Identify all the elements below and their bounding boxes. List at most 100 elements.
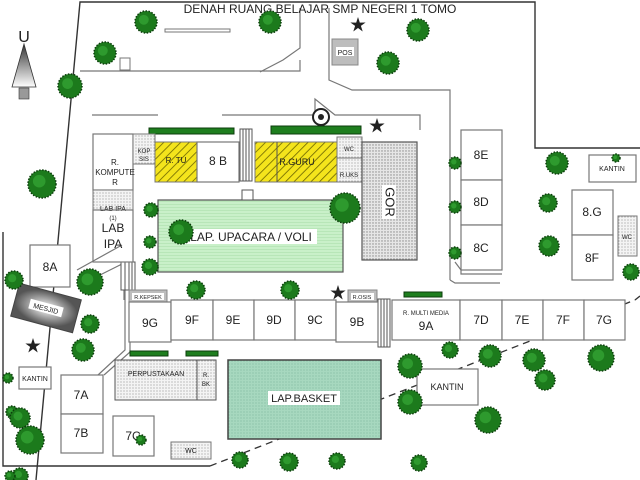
room-perpustakaan[interactable] — [114, 359, 198, 401]
room-r-guru[interactable] — [254, 141, 338, 183]
tree-highlight — [451, 203, 457, 209]
tree-highlight — [331, 455, 339, 463]
room-9f[interactable] — [170, 299, 214, 341]
room-gor-label: GOR — [383, 187, 398, 217]
tree-highlight — [75, 342, 86, 353]
label-bg — [351, 293, 374, 300]
label-bg — [382, 185, 396, 219]
room-kantin-northeast-label: KANTIN — [599, 166, 625, 173]
room-7e[interactable] — [501, 299, 544, 341]
room-kop-sis-label-1: KOP — [138, 149, 151, 155]
room-8f-label: 8F — [585, 251, 599, 265]
room-kantin-west[interactable] — [18, 366, 52, 390]
room-wc-east-label: WC — [622, 235, 633, 241]
room-9g[interactable] — [128, 301, 172, 343]
room-lab-ipa[interactable] — [92, 209, 134, 263]
room-wc-south-label: WC — [185, 448, 197, 455]
hedge — [185, 350, 219, 357]
bench — [164, 28, 231, 33]
room-9g-label: 9G — [142, 316, 158, 330]
tree-highlight — [479, 411, 492, 424]
room-9b[interactable] — [335, 301, 379, 343]
room-lab-ipa-label-1: LAB — [102, 221, 125, 235]
tree-highlight — [137, 436, 143, 442]
room-8b[interactable] — [196, 141, 240, 183]
tree-highlight — [146, 238, 152, 244]
room-r-guru-label: R.GURU — [279, 157, 315, 167]
tree-highlight — [234, 454, 242, 462]
room-pos-label: POS — [338, 50, 353, 57]
room-perpustakaan-label: PERPUSTAKAAN — [128, 371, 184, 378]
small-structure — [119, 57, 131, 71]
path-segment — [454, 261, 502, 275]
room-7a-label: 7A — [74, 388, 89, 402]
path-to-7a-a — [97, 290, 126, 376]
room-7d[interactable] — [459, 299, 503, 341]
room-8a[interactable] — [29, 244, 71, 288]
room-r-bk-label-1: R. — [203, 373, 209, 379]
room-7d-label: 7D — [473, 313, 489, 327]
tree-highlight — [625, 266, 634, 274]
path-porch — [222, 97, 421, 130]
room-7g[interactable] — [583, 299, 626, 341]
room-8g-label: 8.G — [582, 205, 601, 219]
room-8c-label: 8C — [473, 241, 489, 255]
room-8e-label: 8E — [474, 148, 489, 162]
room-7e-label: 7E — [515, 313, 530, 327]
room-r-bk[interactable] — [196, 359, 217, 401]
tree-highlight — [413, 457, 421, 465]
map-title: DENAH RUANG BELAJAR SMP NEGERI 1 TOMO — [184, 2, 457, 16]
room-8d-label: 8D — [473, 195, 489, 209]
tree-highlight — [335, 198, 349, 212]
tree-highlight — [410, 22, 421, 33]
room-7c[interactable] — [112, 415, 155, 457]
label-bg — [336, 47, 354, 56]
room-r-uks-label: R.UKS — [340, 173, 358, 179]
room-r-tu[interactable] — [154, 141, 198, 183]
room-7b[interactable] — [60, 413, 104, 454]
palm-plant-icon — [330, 285, 346, 300]
label-bg — [268, 391, 340, 405]
mesjid[interactable]: MESJID — [10, 282, 82, 334]
room-kantin-south[interactable] — [416, 368, 479, 406]
trees — [2, 10, 640, 480]
tree-highlight — [173, 224, 185, 236]
tree-highlight — [8, 274, 17, 283]
room-7g-label: 7G — [596, 313, 612, 327]
room-lab-ipa-label-2: IPA — [104, 237, 122, 251]
tree-highlight — [380, 55, 391, 66]
room-9a-label: 9A — [419, 319, 434, 333]
tree-highlight — [13, 411, 23, 421]
room-9c-label: 9C — [307, 313, 323, 327]
hedge — [403, 291, 443, 298]
room-wc-south[interactable] — [170, 441, 212, 460]
room-8f[interactable] — [571, 234, 614, 281]
stairs — [239, 128, 253, 182]
room-8g[interactable] — [571, 189, 614, 236]
room-8a-label: 8A — [43, 260, 58, 274]
room-r-uks[interactable] — [336, 157, 363, 183]
room-8c[interactable] — [460, 224, 503, 271]
hedge — [270, 125, 362, 135]
site-boundary-north-west — [35, 1, 640, 480]
north-arrow-icon: U — [11, 29, 37, 100]
room-8e[interactable] — [460, 129, 503, 181]
room-kantin-south-label: KANTIN — [430, 382, 463, 392]
fountain-center — [318, 114, 324, 120]
tree-highlight — [542, 239, 552, 249]
lap-upacara-voli-label: LAP. UPACARA / VOLI — [190, 230, 312, 244]
room-wc-east[interactable] — [617, 215, 638, 257]
tree-highlight — [138, 14, 149, 25]
room-lab-ipa-1-number: (1) — [109, 216, 116, 222]
tree-highlight — [144, 261, 152, 269]
room-r-osis-label: R.OSIS — [353, 295, 372, 301]
room-wc-top-label: WC — [344, 147, 355, 153]
hedge — [129, 350, 169, 357]
label-bg — [185, 229, 317, 244]
path-northwest-upper — [80, 60, 301, 72]
room-9d[interactable] — [253, 299, 296, 341]
room-9a-multimedia[interactable] — [391, 299, 461, 341]
room-9d-label: 9D — [266, 313, 282, 327]
path-segment — [449, 279, 500, 284]
tree-highlight — [20, 430, 34, 444]
